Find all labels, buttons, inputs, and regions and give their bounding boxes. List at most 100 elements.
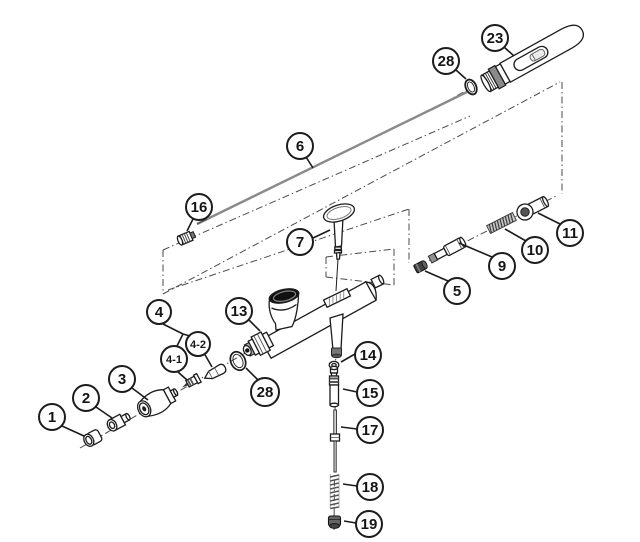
callout-number: 13 — [231, 303, 248, 320]
callout-5: 5 — [424, 270, 471, 305]
leader-line — [203, 352, 213, 368]
body-rear-stub — [370, 274, 385, 289]
part-7-trigger — [322, 203, 356, 292]
callout-circle — [286, 228, 314, 256]
leader-line — [340, 353, 356, 363]
leader-line — [186, 218, 194, 232]
callout-9: 9 — [458, 242, 516, 280]
callout-number: 18 — [362, 479, 379, 496]
part-5-nut — [413, 260, 428, 274]
callout-15: 15 — [342, 379, 384, 407]
callout-28: 28 — [245, 367, 280, 407]
part-10-spring — [485, 211, 518, 235]
guide-line — [162, 115, 471, 251]
callout-number: 16 — [191, 199, 208, 216]
part-15-valve-body — [328, 365, 340, 408]
callout-number: 4-2 — [190, 339, 206, 351]
callout-number: 4 — [155, 304, 164, 321]
callout-circle — [286, 132, 314, 160]
callout-number: 5 — [453, 283, 461, 300]
leader-line — [340, 426, 358, 430]
leader-line — [61, 425, 85, 437]
callout-circle — [146, 299, 172, 325]
leader-line — [177, 371, 188, 381]
callout-circle — [356, 473, 384, 501]
callout-number: 17 — [362, 422, 379, 439]
valve-stud — [329, 313, 344, 359]
callout-circle — [354, 341, 382, 369]
callout-4: 4 — [146, 299, 184, 335]
body-nose — [242, 331, 275, 357]
guide-line — [162, 81, 561, 295]
callout-circle — [356, 379, 384, 407]
callout-circle — [556, 219, 584, 247]
leader-line — [537, 212, 561, 225]
part-6-needle — [196, 90, 468, 226]
callout-1: 1 — [38, 403, 85, 437]
callout-18: 18 — [342, 473, 384, 501]
callout-6: 6 — [286, 132, 314, 169]
callout-circle — [38, 403, 66, 431]
part-19-valve-screw — [327, 515, 342, 529]
callout-number: 23 — [487, 30, 504, 47]
callout-number: 28 — [438, 53, 455, 70]
callout-number: 6 — [296, 138, 304, 155]
callout-number: 14 — [360, 347, 377, 364]
leader-line — [343, 520, 357, 524]
callout-circle — [72, 384, 100, 412]
part-4-1-nozzle — [182, 372, 202, 388]
callout-23: 23 — [481, 24, 515, 57]
callout-2: 2 — [72, 384, 113, 419]
leader-line — [95, 406, 113, 419]
callout-14: 14 — [340, 341, 382, 369]
leader-line — [131, 387, 149, 401]
callout-circle — [443, 277, 471, 305]
part-13-body — [242, 274, 385, 360]
callout-19: 19 — [343, 510, 383, 538]
leader-line — [342, 388, 358, 393]
callout-number: 28 — [257, 384, 274, 401]
callout-10: 10 — [504, 228, 549, 264]
callout-circle — [488, 252, 516, 280]
callout-circle — [185, 331, 211, 357]
callout-circle — [250, 377, 280, 407]
callout-number: 10 — [527, 242, 544, 259]
callout-number: 3 — [118, 371, 126, 388]
callout-circle — [521, 236, 549, 264]
callout-16: 16 — [185, 193, 213, 232]
callout-number: 2 — [82, 390, 90, 407]
callout-number: 11 — [562, 225, 578, 242]
callout-3: 3 — [108, 365, 149, 401]
body-name-plate — [322, 287, 352, 309]
part-11-chuck-screw — [516, 195, 550, 221]
part-16-knurled-nut — [176, 230, 197, 246]
leader-line — [458, 242, 493, 258]
leader-line — [248, 319, 261, 332]
part-28-o-ring-bottom — [229, 350, 247, 372]
leader-line — [305, 156, 314, 169]
callout-circle — [432, 47, 460, 75]
callout-circle — [356, 416, 384, 444]
paint-cup — [268, 288, 300, 331]
leader-line — [176, 333, 184, 347]
part-17-valve-piston — [329, 409, 341, 473]
part-1-needle-cap — [83, 429, 103, 447]
callout-13: 13 — [225, 297, 261, 332]
part-18-valve-spring — [329, 474, 340, 510]
callout-circle — [355, 510, 383, 538]
part-2-nozzle-cap — [106, 412, 131, 432]
leader-line — [312, 229, 331, 239]
callout-number: 9 — [498, 258, 506, 275]
part-4-2-nozzle-cone — [203, 363, 227, 380]
guide-line — [325, 276, 395, 286]
leader-line — [503, 46, 515, 57]
part-28-o-ring-top — [464, 78, 478, 96]
callout-4-2: 4-2 — [182, 331, 213, 368]
callout-11: 11 — [537, 212, 584, 247]
part-3-head — [136, 386, 179, 418]
callout-circle — [481, 24, 509, 52]
callout-number: 4-1 — [166, 354, 182, 366]
